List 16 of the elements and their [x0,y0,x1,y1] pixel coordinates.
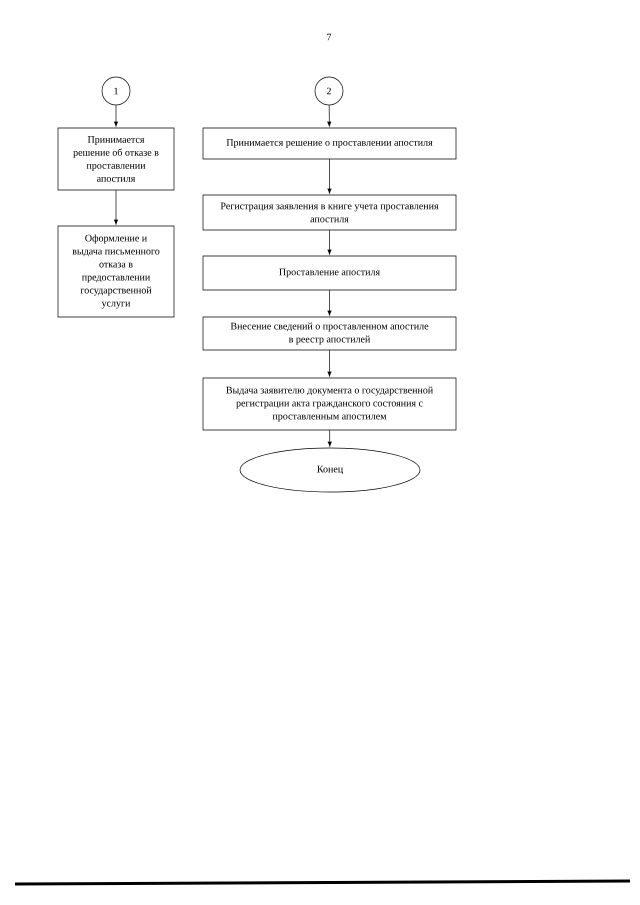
arrow [327,105,332,127]
arrow [114,105,118,127]
process-box: Принимается решение об отказе в проставлении апостиля [58,128,174,190]
arrow [328,230,332,255]
arrow [328,159,332,194]
arrow [328,290,332,316]
process-box: Оформление и выдача письменного отказа в предоставлении государственной услуги [58,226,174,318]
process-box: Принимается решение о проставлении апостиля [202,128,456,160]
process-box: Проставление апостиля [202,256,456,290]
arrow [114,190,118,225]
arrow [328,350,332,377]
process-box: Выдача заявителю документа о государственной регистрации акта гражданского состояния с проставленным апостилем [202,378,456,430]
process-box: Регистрация заявления в книге учета проставления апостиля [202,194,456,230]
process-box: Внесение сведений о проставленном апостиле в реестр апостилей [202,316,456,350]
arrow [328,430,332,447]
page-number: 7 [327,34,332,40]
